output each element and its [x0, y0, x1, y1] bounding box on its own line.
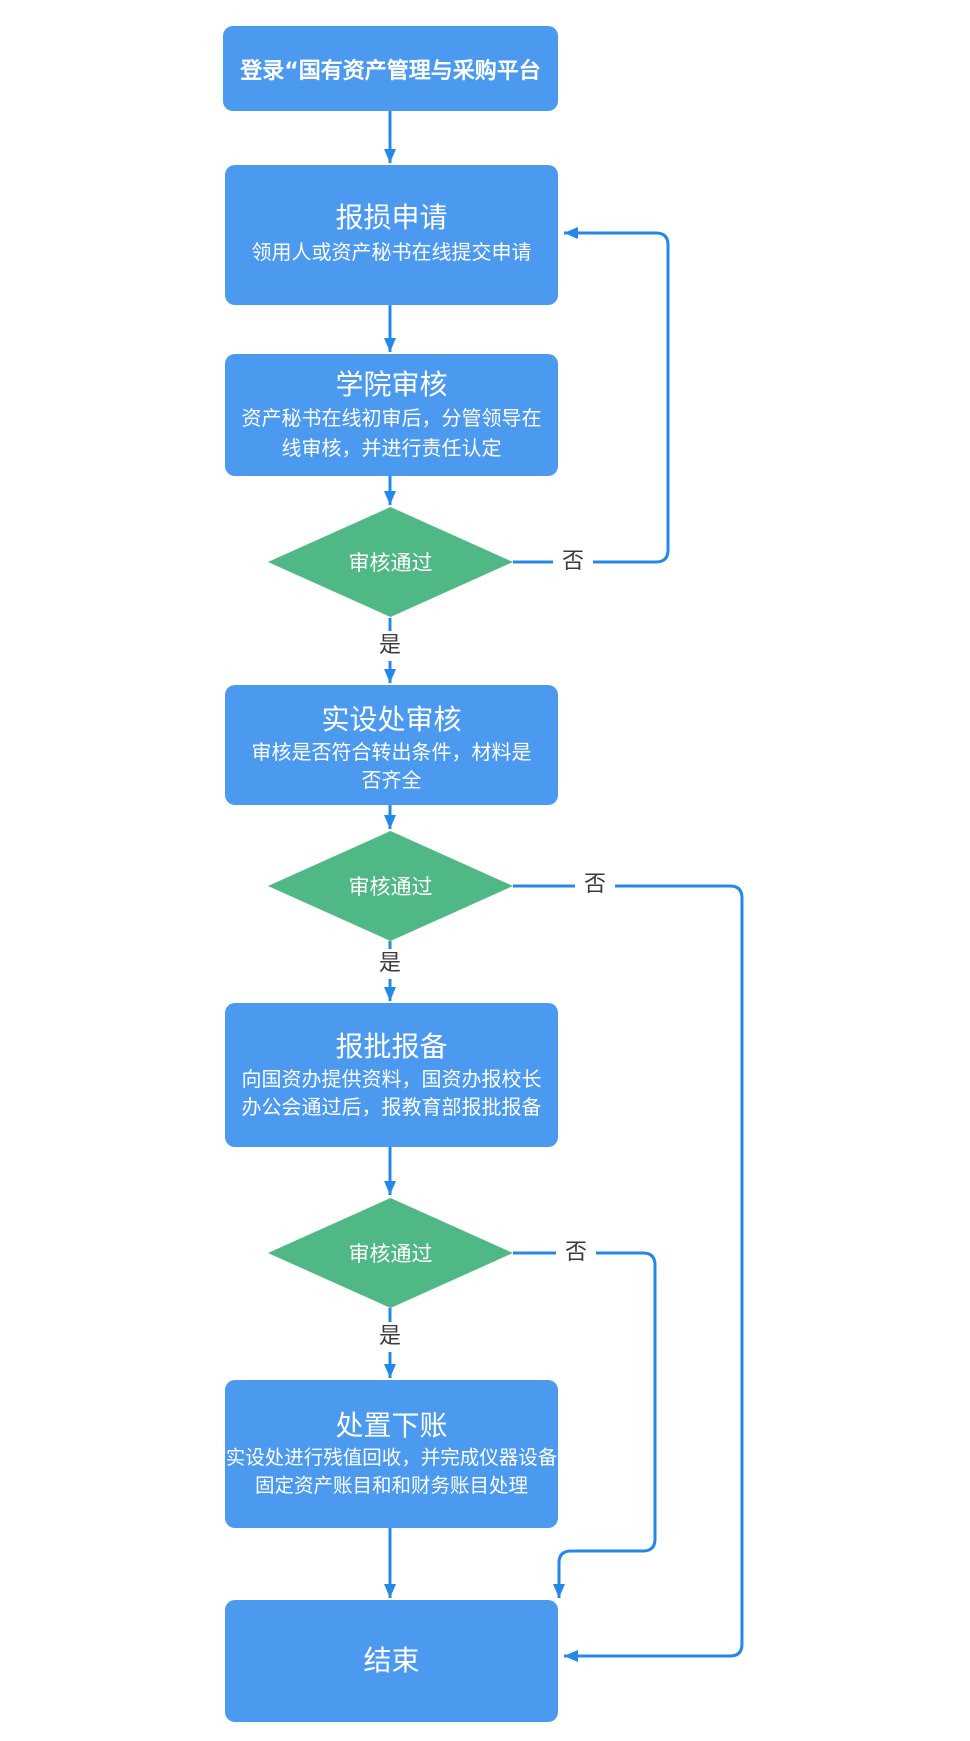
- node-loss-report-apply: 报损申请 领用人或资产秘书在线提交申请: [225, 165, 558, 305]
- loss-report-apply-title: 报损申请: [335, 201, 448, 234]
- edge-decision2-no-loop-to-end: [513, 884, 744, 1662]
- node-dept-review: 实设处审核 审核是否符合转出条件，材料是 否齐全: [225, 685, 558, 805]
- edge-label-yes-3: 是: [375, 1322, 405, 1352]
- node-disposal-writeoff: 处置下账 实设处进行残值回收，并完成仪器设备 固定资产账目和和财务账目处理: [225, 1380, 558, 1528]
- decision-dept-label: 审核通过: [348, 875, 433, 899]
- dept-review-line2: 否齐全: [361, 768, 422, 792]
- disposal-line2: 固定资产账目和和财务账目处理: [254, 1474, 528, 1497]
- node-college-review: 学院审核 资产秘书在线初审后，分管领导在 线审核，并进行责任认定: [225, 354, 558, 476]
- diamond-shape: [268, 1198, 513, 1308]
- college-review-line2: 线审核，并进行责任认定: [281, 436, 502, 460]
- college-review-line1: 资产秘书在线初审后，分管领导在: [241, 406, 542, 430]
- edge-label-no-3: 否: [555, 1240, 597, 1266]
- diamond-shape: [268, 831, 513, 941]
- loss-report-apply-subtitle: 领用人或资产秘书在线提交申请: [251, 240, 532, 264]
- edge-label-yes-2: 是: [375, 949, 405, 979]
- node-end: 结束: [225, 1600, 558, 1722]
- edge-label-no-1: 否: [552, 549, 594, 575]
- edge-label-yes-1: 是: [375, 631, 405, 661]
- dept-review-title: 实设处审核: [321, 703, 462, 736]
- decision-approval-label: 审核通过: [348, 1242, 433, 1266]
- approval-filing-title: 报批报备: [335, 1030, 448, 1063]
- node-login-platform: 登录“国有资产管理与采购平台: [223, 26, 558, 111]
- node-approval-filing: 报批报备 向国资办提供资料，国资办报校长 办公会通过后，报教育部报批报备: [225, 1003, 558, 1147]
- diamond-shape: [268, 507, 513, 617]
- dept-review-line1: 审核是否符合转出条件，材料是: [251, 740, 532, 764]
- disposal-line1: 实设处进行残值回收，并完成仪器设备: [225, 1446, 558, 1469]
- edge-label-no-2: 否: [574, 872, 616, 898]
- approval-filing-line1: 向国资办提供资料，国资办报校长: [241, 1067, 542, 1091]
- decision-college-review-passed: 审核通过: [268, 507, 513, 617]
- end-title: 结束: [363, 1644, 420, 1677]
- disposal-title: 处置下账: [335, 1409, 448, 1442]
- edge-decision1-no-loop-to-apply: [513, 227, 670, 564]
- decision-college-label: 审核通过: [348, 551, 433, 575]
- decision-dept-review-passed: 审核通过: [268, 831, 513, 941]
- login-platform-title: 登录“国有资产管理与采购平台: [240, 58, 541, 84]
- approval-filing-line2: 办公会通过后，报教育部报批报备: [241, 1095, 542, 1119]
- college-review-title: 学院审核: [335, 368, 448, 401]
- edge-decision3-no-loop-to-end: [513, 1251, 657, 1598]
- decision-approval-passed: 审核通过: [268, 1198, 513, 1308]
